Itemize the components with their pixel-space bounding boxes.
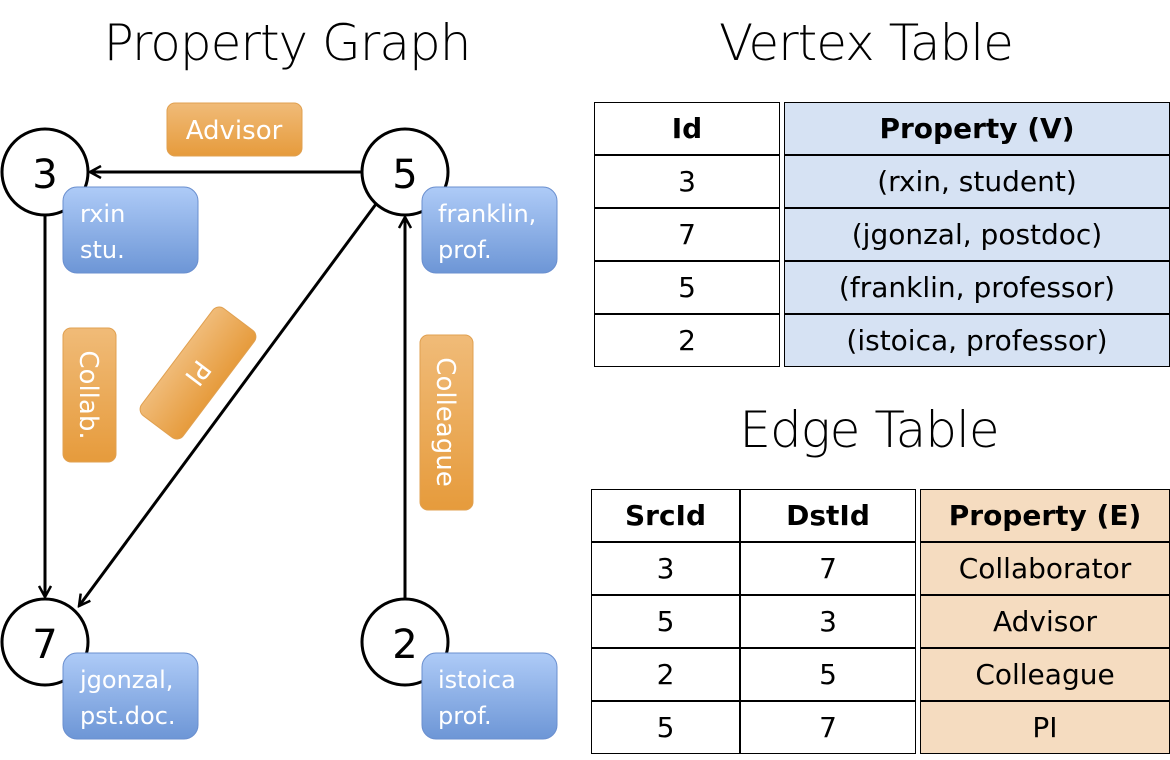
edge-label-pi: PI (139, 306, 257, 440)
header-dstid: DstId (740, 489, 916, 542)
graph-title: Property Graph (103, 14, 472, 72)
vertex-table-title: Vertex Table (719, 14, 1014, 72)
property-graph: 3 5 7 2 rxin stu. franklin, prof. jgonza… (0, 102, 558, 740)
table-row: 3(rxin, student) (594, 155, 1170, 208)
cell-property: (franklin, professor) (784, 261, 1170, 314)
table-header-row: SrcId DstId Property (E) (591, 489, 1170, 542)
vertex-label-3: rxin stu. (62, 186, 199, 274)
edge-label-colleague: Colleague (419, 334, 474, 511)
vertex-id: 5 (392, 152, 417, 198)
edge-label-text: Colleague (430, 357, 460, 486)
cell-dstid: 5 (740, 648, 916, 701)
cell-id: 5 (594, 261, 780, 314)
edge-label-collab: Collab. (62, 327, 117, 463)
table-row: 2(istoica, professor) (594, 314, 1170, 367)
cell-property: (rxin, student) (784, 155, 1170, 208)
edge-5-7 (79, 203, 378, 606)
cell-dstid: 3 (740, 595, 916, 648)
cell-srcid: 3 (591, 542, 740, 595)
cell-dstid: 7 (740, 701, 916, 754)
header-property-v: Property (V) (784, 102, 1170, 155)
cell-srcid: 2 (591, 648, 740, 701)
vertex-id: 7 (32, 622, 57, 668)
table-row: 7(jgonzal, postdoc) (594, 208, 1170, 261)
cell-property: (jgonzal, postdoc) (784, 208, 1170, 261)
edge-label-text: Advisor (186, 116, 283, 146)
cell-srcid: 5 (591, 701, 740, 754)
cell-property: Colleague (920, 648, 1170, 701)
cell-property: Advisor (920, 595, 1170, 648)
vertex-table: Id Property (V) 3(rxin, student) 7(jgonz… (594, 102, 1170, 367)
label-line: prof. (438, 236, 492, 264)
cell-property: PI (920, 701, 1170, 754)
cell-dstid: 7 (740, 542, 916, 595)
cell-id: 2 (594, 314, 780, 367)
header-property-e: Property (E) (920, 489, 1170, 542)
header-id: Id (594, 102, 780, 155)
label-line: prof. (438, 702, 492, 730)
edge-label-text: Collab. (73, 350, 103, 439)
label-line: franklin, (438, 200, 536, 228)
cell-property: (istoica, professor) (784, 314, 1170, 367)
header-srcid: SrcId (591, 489, 740, 542)
label-line: jgonzal, (79, 666, 173, 694)
label-line: rxin (80, 200, 125, 228)
edge-table-title: Edge Table (739, 401, 999, 459)
table-header-row: Id Property (V) (594, 102, 1170, 155)
edge-label-advisor: Advisor (166, 102, 303, 157)
vertex-label-5: franklin, prof. (421, 186, 558, 274)
vertex-label-7: jgonzal, pst.doc. (62, 652, 199, 740)
vertex-label-2: istoica prof. (421, 652, 558, 740)
label-line: pst.doc. (80, 702, 176, 730)
vertex-id: 2 (392, 622, 417, 668)
table-row: 5(franklin, professor) (594, 261, 1170, 314)
vertex-id: 3 (32, 152, 57, 198)
cell-property: Collaborator (920, 542, 1170, 595)
cell-id: 3 (594, 155, 780, 208)
label-line: stu. (80, 236, 125, 264)
cell-srcid: 5 (591, 595, 740, 648)
cell-id: 7 (594, 208, 780, 261)
label-line: istoica (438, 666, 516, 694)
